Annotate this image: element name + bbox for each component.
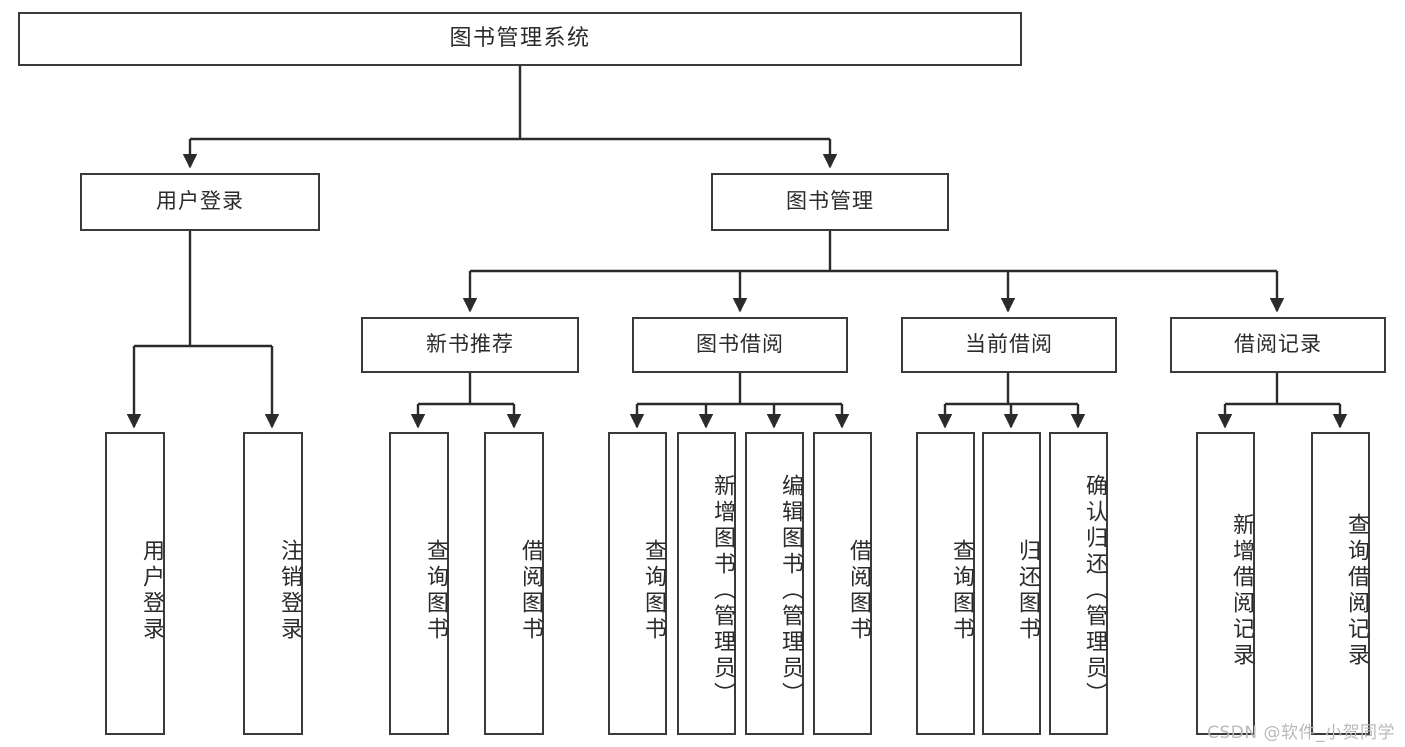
node-current-borrow[interactable]: 当前借阅 [901,317,1117,373]
node-leaf-borrow-book-2[interactable]: 借阅图书 [813,432,872,735]
node-leaf-borrow-book-1[interactable]: 借阅图书 [484,432,544,735]
leaf-label: 确认归还（管理员） [1082,473,1107,708]
node-leaf-user-login[interactable]: 用户登录 [105,432,165,735]
watermark: CSDN @软件_小贺同学 [1207,723,1395,743]
leaf-label: 归还图书 [1015,538,1040,643]
node-leaf-query-book-1[interactable]: 查询图书 [389,432,449,735]
leaf-label: 编辑图书（管理员） [778,473,803,708]
node-borrow-records[interactable]: 借阅记录 [1170,317,1386,373]
leaf-label: 查询借阅记录 [1344,512,1369,669]
node-leaf-add-borrow-record[interactable]: 新增借阅记录 [1196,432,1255,735]
leaf-label: 注销登录 [277,538,302,643]
node-book-borrow[interactable]: 图书借阅 [632,317,848,373]
node-leaf-confirm-return-admin[interactable]: 确认归还（管理员） [1049,432,1108,735]
leaf-label: 查询图书 [641,538,666,643]
node-leaf-logout[interactable]: 注销登录 [243,432,303,735]
leaf-label: 用户登录 [139,538,164,643]
leaf-label: 新增借阅记录 [1229,512,1254,669]
leaf-label: 借阅图书 [518,538,543,643]
leaf-label: 查询图书 [949,538,974,643]
node-new-book-recommend[interactable]: 新书推荐 [361,317,579,373]
node-leaf-return-book[interactable]: 归还图书 [982,432,1041,735]
node-leaf-add-book-admin[interactable]: 新增图书（管理员） [677,432,736,735]
leaf-label: 新增图书（管理员） [710,473,735,708]
node-root[interactable]: 图书管理系统 [18,12,1022,66]
node-leaf-edit-book-admin[interactable]: 编辑图书（管理员） [745,432,804,735]
node-leaf-query-book-2[interactable]: 查询图书 [608,432,667,735]
node-book-management[interactable]: 图书管理 [711,173,949,231]
node-leaf-query-borrow-record[interactable]: 查询借阅记录 [1311,432,1370,735]
node-user-login[interactable]: 用户登录 [80,173,320,231]
node-leaf-query-book-3[interactable]: 查询图书 [916,432,975,735]
leaf-label: 借阅图书 [846,538,871,643]
leaf-label: 查询图书 [423,538,448,643]
